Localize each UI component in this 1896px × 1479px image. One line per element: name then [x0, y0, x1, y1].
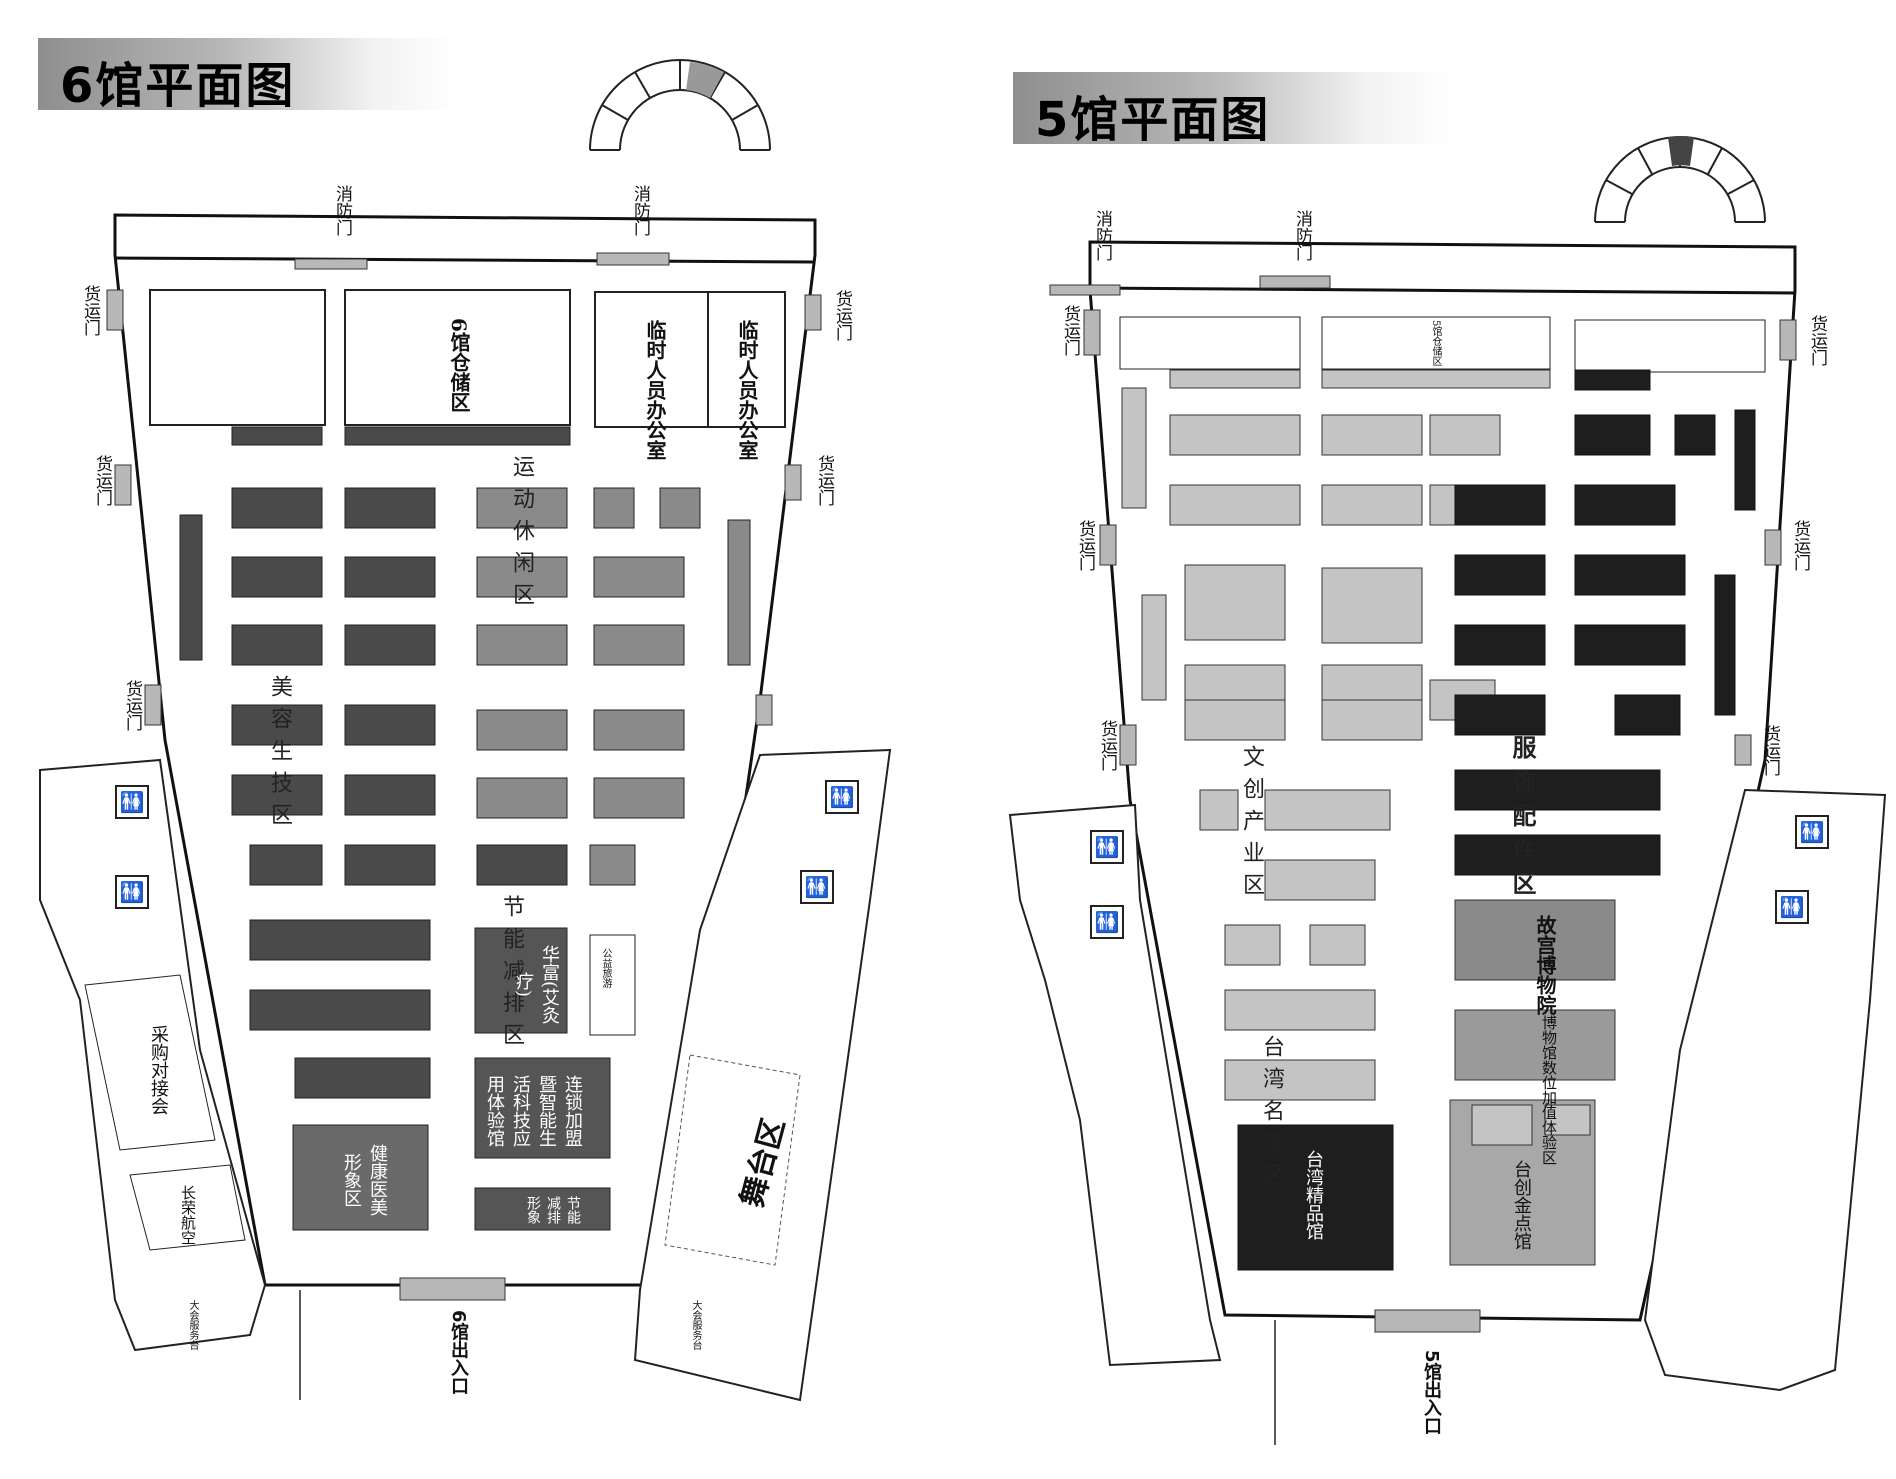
hall6-health-label: 健康医美形象区	[341, 1144, 388, 1216]
hall6-energy-box	[474, 1187, 611, 1231]
hall6-cargo-door-2: 货运门	[92, 455, 112, 506]
hall6-chain-box	[474, 1057, 611, 1159]
hall5-locator-icon	[1594, 136, 1766, 223]
hall5-title: 5馆平面图	[1035, 92, 1271, 148]
hall5-gold-label: 台创金点馆	[1511, 1160, 1532, 1250]
hall6-fire-door-2: 消防门	[630, 185, 650, 236]
hall5-title-bar: 5馆平面图	[1013, 72, 1453, 148]
hall6-health-box	[292, 1124, 429, 1231]
hall6-changrong-label: 长荣航空	[179, 1185, 197, 1245]
hall6-cargo-door-1: 货运门	[80, 285, 100, 336]
hall5-cargo-door-5: 货运门	[1790, 520, 1810, 571]
hall6-zone-beauty: 美容生技区	[267, 675, 292, 835]
hall6-huafu-label: 华富(艾灸疗)	[513, 945, 560, 1025]
hall6-panel: 6馆平面图	[38, 38, 892, 1402]
hall6-restroom-icon-2: 🚻	[115, 875, 149, 909]
hall5-palace-label: 故宫博物院	[1533, 915, 1557, 1015]
hall5-panel: 5馆平面图	[1000, 0, 1896, 1479]
hall6-restroom-icon-1: 🚻	[115, 785, 149, 819]
hall5-cargo-door-3: 货运门	[1097, 720, 1117, 771]
hall5-cargo-door-2: 货运门	[1075, 520, 1095, 571]
hall5-cargo-door-1: 货运门	[1060, 305, 1080, 356]
hall6-procurement-label: 采购对接会	[148, 1025, 169, 1115]
hall5-boutique-box	[1237, 1124, 1394, 1271]
hall6-fire-door-1: 消防门	[332, 185, 352, 236]
hall5-palace-box	[1454, 899, 1616, 981]
hall5-zone-cultural: 文创产业区	[1239, 745, 1264, 905]
hall5-restroom-icon-2: 🚻	[1090, 905, 1124, 939]
hall6-restroom-icon-3: 🚻	[825, 780, 859, 814]
hall6-cargo-door-3: 货运门	[122, 680, 142, 731]
hall5-digital-box	[1454, 1009, 1616, 1081]
hall5-exit-label: 5馆出入口	[1421, 1350, 1442, 1435]
hall5-boutique-label: 台湾精品馆	[1303, 1150, 1324, 1240]
hall6-storage-label: 6馆仓储区	[447, 318, 471, 412]
hall6-huafu-box	[474, 927, 568, 1034]
hall6-booths	[179, 426, 571, 1099]
hall6-office-label-2: 临时人员办公室	[735, 320, 759, 460]
hall5-fire-door-2: 消防门	[1292, 210, 1312, 261]
hall6-zone-sports: 运动休闲区	[509, 455, 534, 615]
hall6-title-bar: 6馆平面图	[38, 38, 458, 114]
hall5-restroom-icon-4: 🚻	[1775, 890, 1809, 924]
hall6-title: 6馆平面图	[60, 58, 296, 114]
hall6-energy-image-label: 节能减排形象	[525, 1196, 581, 1224]
hall5-digital-label: 博物馆数位加值体验区	[1540, 1015, 1558, 1165]
hall5-restroom-icon-3: 🚻	[1795, 815, 1829, 849]
hall6-exit-label: 6馆出入口	[448, 1310, 469, 1395]
hall5-cargo-door-6: 货运门	[1760, 725, 1780, 776]
hall6-small-label-1: 公益旅游	[600, 948, 611, 988]
hall6-cargo-door-4: 货运门	[832, 290, 852, 341]
hall6-locator-icon	[589, 59, 771, 151]
hall5-zone-tea: 台湾名茶区	[1259, 1035, 1284, 1195]
hall6-zone-energy: 节能减排区	[499, 895, 524, 1055]
hall6-service-desk-1: 大会服务台	[187, 1300, 198, 1350]
hall6-floorplan	[39, 59, 892, 1402]
hall6-office-label-1: 临时人员办公室	[643, 320, 667, 460]
hall5-zone-apparel: 服饰配件区	[1508, 735, 1537, 905]
hall6-restroom-icon-4: 🚻	[800, 870, 834, 904]
hall6-chain-label: 连锁加盟暨智能生活科技应用体验馆	[484, 1074, 583, 1147]
hall6-service-desk-2: 大会服务台	[690, 1300, 701, 1350]
hall6-cargo-door-5: 货运门	[814, 455, 834, 506]
hall5-floorplan	[1008, 136, 1887, 1445]
hall5-fire-door-1: 消防门	[1092, 210, 1112, 261]
hall5-restroom-icon-1: 🚻	[1090, 830, 1124, 864]
hall5-cargo-door-4: 货运门	[1807, 315, 1827, 366]
hall5-storage-label: 5馆仓储区	[1430, 320, 1441, 367]
